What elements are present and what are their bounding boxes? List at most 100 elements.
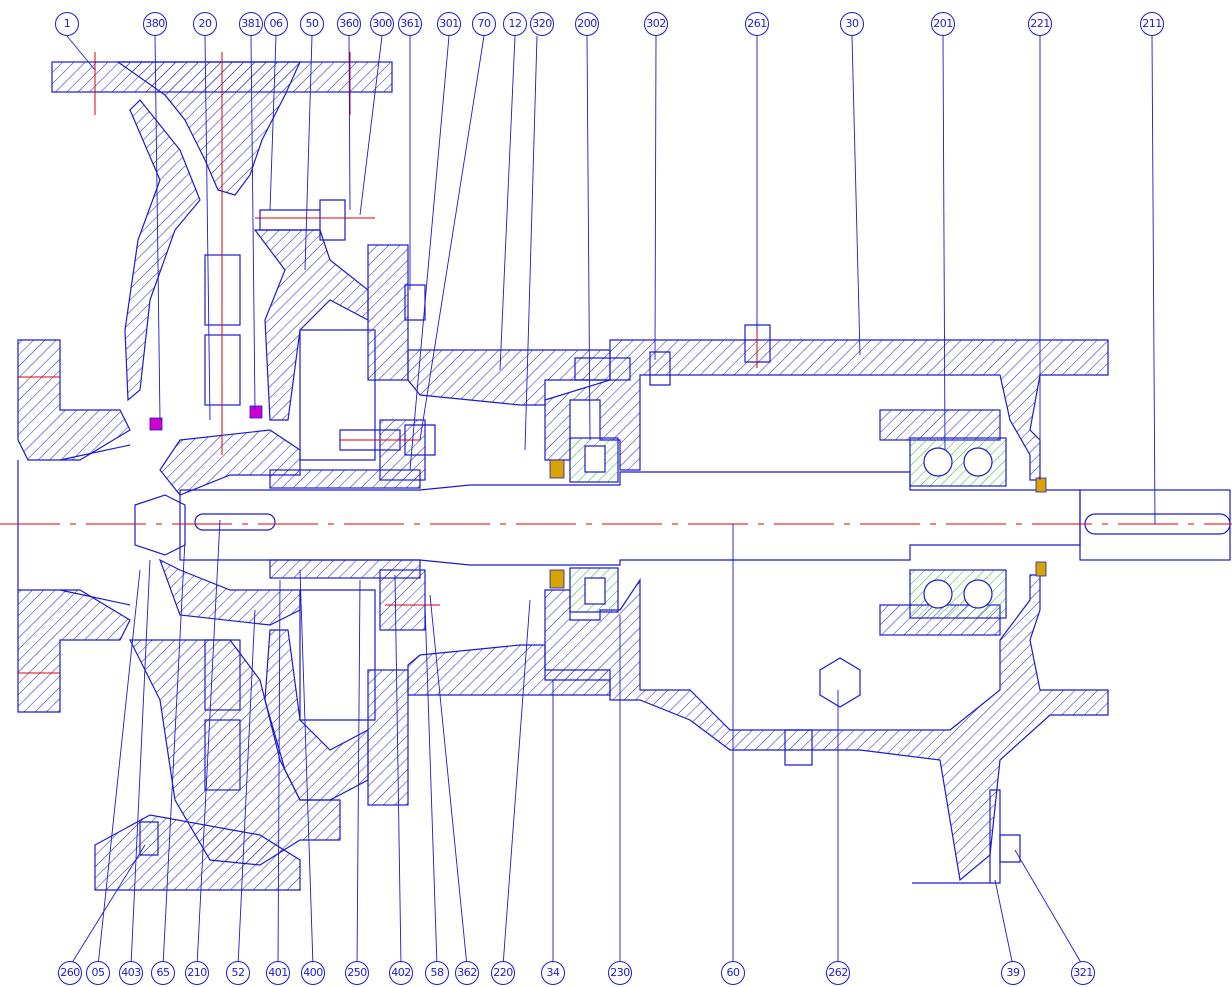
callout-label: 12: [508, 17, 523, 30]
callout-label: 58: [430, 966, 445, 979]
keyway-left: [194, 513, 276, 531]
callout-300: 300: [370, 12, 394, 36]
callout-label: 70: [477, 17, 492, 30]
oil-seal-left-upper: [549, 459, 565, 479]
impeller-vane-3: [204, 639, 241, 711]
callout-label: 380: [145, 17, 165, 30]
suction-bore: [17, 444, 131, 606]
bearing-seat-right-upper: [879, 409, 1001, 441]
callout-360: 360: [337, 12, 361, 36]
callout-label: 06: [269, 17, 284, 30]
callout-label: 301: [439, 17, 459, 30]
callout-401: 401: [266, 961, 290, 985]
callout-362: 362: [455, 961, 479, 985]
callout-262: 262: [826, 961, 850, 985]
callout-361: 361: [398, 12, 422, 36]
callout-220: 220: [491, 961, 515, 985]
stud-mid: [339, 424, 436, 456]
callout-321: 321: [1071, 961, 1095, 985]
callout-30: 30: [840, 12, 864, 36]
callout-20: 20: [193, 12, 217, 36]
callout-label: 260: [60, 966, 80, 979]
callout-381: 381: [239, 12, 263, 36]
foot-bolt-left: [139, 821, 159, 856]
callout-label: 230: [610, 966, 630, 979]
callout-label: 39: [1006, 966, 1021, 979]
o-ring-380: [149, 417, 163, 431]
volute-wall: [124, 99, 201, 402]
bracket-flange-lower: [367, 669, 409, 806]
callout-12: 12: [503, 12, 527, 36]
casing-foot: [94, 814, 301, 891]
foot-bracket: [912, 789, 1001, 884]
callout-label: 300: [372, 17, 392, 30]
casing-cover-upper: [253, 229, 369, 421]
callout-261: 261: [745, 12, 769, 36]
bracket-bolt-top: [574, 351, 671, 386]
o-ring-381: [249, 405, 263, 419]
callout-39: 39: [1001, 961, 1025, 985]
callout-label: 403: [121, 966, 141, 979]
callout-34: 34: [541, 961, 565, 985]
impeller-hub: [159, 429, 301, 496]
callout-label: 262: [828, 966, 848, 979]
callout-label: 210: [187, 966, 207, 979]
callout-380: 380: [143, 12, 167, 36]
callout-label: 362: [457, 966, 477, 979]
oil-seal-left-lower: [549, 569, 565, 589]
callout-210: 210: [185, 961, 209, 985]
callout-60: 60: [721, 961, 745, 985]
callout-label: 1: [63, 17, 71, 30]
oil-seal-right-lower: [1035, 561, 1047, 577]
callout-250: 250: [345, 961, 369, 985]
callout-label: 381: [241, 17, 261, 30]
impeller-nut: [134, 494, 186, 556]
callout-label: 50: [305, 17, 320, 30]
callout-label: 65: [156, 966, 171, 979]
callout-label: 211: [1142, 17, 1162, 30]
callout-06: 06: [264, 12, 288, 36]
sight-hole: [819, 657, 861, 708]
callout-400: 400: [301, 961, 325, 985]
callout-200: 200: [575, 12, 599, 36]
callout-260: 260: [58, 961, 82, 985]
callout-label: 30: [845, 17, 860, 30]
impeller-vane-4: [204, 719, 241, 791]
callout-label: 302: [646, 17, 666, 30]
callout-1: 1: [55, 12, 79, 36]
callout-221: 221: [1028, 12, 1052, 36]
callout-label: 20: [198, 17, 213, 30]
callout-301: 301: [437, 12, 461, 36]
callout-label: 60: [726, 966, 741, 979]
vent-plug-top: [744, 324, 771, 363]
callout-label: 201: [933, 17, 953, 30]
suction-flange: [17, 339, 131, 461]
callout-52: 52: [226, 961, 250, 985]
drain-plug: [784, 729, 813, 766]
callout-230: 230: [608, 961, 632, 985]
callout-label: 400: [303, 966, 323, 979]
callout-label: 05: [91, 966, 106, 979]
nut-upper-flange: [404, 284, 426, 321]
callout-201: 201: [931, 12, 955, 36]
callout-label: 220: [493, 966, 513, 979]
callout-label: 401: [268, 966, 288, 979]
callout-70: 70: [472, 12, 496, 36]
callout-label: 320: [532, 17, 552, 30]
gland-lower: [379, 569, 426, 631]
callout-65: 65: [151, 961, 175, 985]
callout-211: 211: [1140, 12, 1164, 36]
callout-label: 321: [1073, 966, 1093, 979]
casing-lower: [129, 639, 341, 866]
callout-403: 403: [119, 961, 143, 985]
callout-label: 200: [577, 17, 597, 30]
callout-320: 320: [530, 12, 554, 36]
casing-upper: [116, 61, 301, 196]
callout-label: 34: [546, 966, 561, 979]
callout-label: 402: [391, 966, 411, 979]
seal-chamber: [299, 329, 376, 721]
callout-302: 302: [644, 12, 668, 36]
callout-05: 05: [86, 961, 110, 985]
callout-50: 50: [300, 12, 324, 36]
